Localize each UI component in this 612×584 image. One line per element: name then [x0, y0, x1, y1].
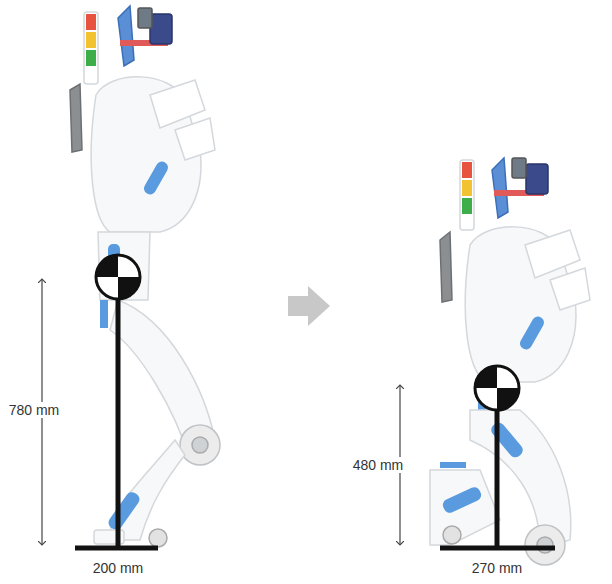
com-support-left-part	[118, 277, 140, 299]
standing-robot-part	[86, 50, 96, 66]
crouched-robot-part	[526, 164, 548, 194]
crouched-robot-part	[489, 420, 525, 460]
dimension-label: 270 mm	[470, 560, 525, 576]
com-support-right-part	[475, 366, 519, 410]
crouched-robot-part	[443, 526, 461, 544]
com-support-left-part	[75, 546, 158, 551]
crouched-robot	[430, 158, 590, 565]
com-support-right-part	[495, 388, 500, 548]
dimension-label: 200 mm	[91, 560, 146, 576]
crouched-robot-part	[512, 158, 526, 178]
com-support-right-part	[475, 366, 497, 388]
standing-robot-part	[192, 437, 208, 453]
standing-robot-part	[86, 14, 96, 30]
standing-robot-part	[149, 529, 167, 547]
crouched-robot-part	[525, 525, 565, 565]
standing-robot-part	[175, 118, 215, 160]
standing-robot-part	[150, 14, 172, 44]
crouched-robot-part	[462, 180, 472, 196]
crouched-robot-part	[430, 470, 500, 545]
standing-robot-part	[118, 6, 134, 66]
crouched-robot-part	[441, 485, 483, 515]
crouched-robot-part	[462, 198, 472, 214]
standing-robot-part	[70, 84, 82, 152]
dimension-label: 780 mm	[7, 402, 62, 418]
standing-robot-part	[100, 300, 108, 328]
transition-arrow	[288, 286, 330, 326]
standing-robot-part	[106, 490, 142, 532]
crouched-robot-part	[440, 232, 452, 302]
com-support-left-part	[116, 277, 121, 548]
standing-robot-part	[84, 12, 98, 84]
dimension-label: 480 mm	[351, 457, 406, 473]
crouched-robot-part	[492, 158, 508, 218]
com-support-left-part	[96, 255, 140, 299]
standing-robot-part	[138, 8, 152, 28]
standing-robot	[70, 6, 220, 547]
standing-robot-part	[180, 425, 220, 465]
com-support-right	[400, 366, 555, 548]
crouched-robot-part	[550, 268, 590, 310]
crouched-robot-part	[440, 462, 466, 468]
crouched-robot-part	[525, 230, 580, 278]
com-support-right-part	[497, 388, 519, 410]
standing-robot-part	[86, 32, 96, 48]
com-support-left-part	[96, 255, 118, 277]
standing-robot-part	[150, 80, 205, 128]
crouched-robot-part	[460, 160, 474, 230]
standing-robot-part	[142, 159, 170, 196]
crouched-robot-part	[518, 314, 546, 351]
crouched-robot-part	[462, 162, 472, 178]
crouched-robot-part	[537, 537, 553, 553]
com-support-right-part	[440, 546, 555, 551]
